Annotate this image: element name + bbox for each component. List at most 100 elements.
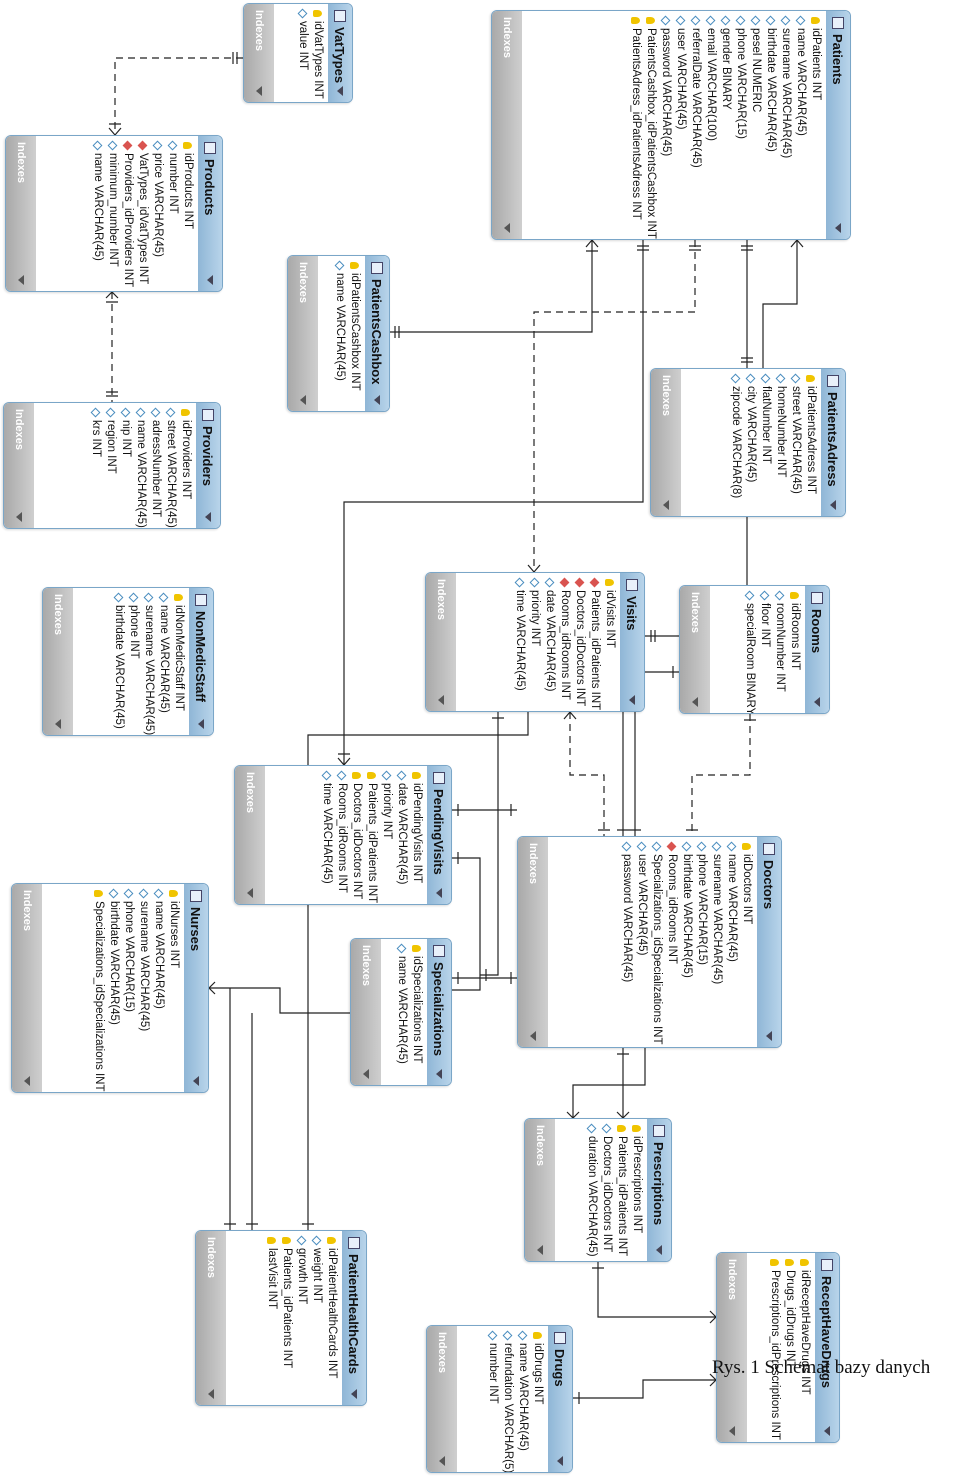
column-row[interactable]: phone VARCHAR(15) (694, 841, 709, 1041)
column-row[interactable]: name VARCHAR(45) (394, 943, 409, 1079)
table-header[interactable]: Doctors (757, 837, 781, 1047)
collapse-triangle-icon[interactable] (814, 697, 820, 707)
column-row[interactable]: lastVisit INT (264, 1237, 279, 1399)
column-row[interactable]: birthdate VARCHAR(45) (111, 592, 126, 729)
table-header[interactable]: NonMedicStaff (189, 588, 213, 735)
collapse-triangle-icon[interactable] (193, 1076, 199, 1086)
column-row[interactable]: idPatientsAdress INT (803, 375, 818, 510)
column-row[interactable]: Drugs_idDrugs INT (782, 1259, 797, 1436)
collapse-triangle-icon[interactable] (205, 512, 211, 522)
indexes-bar[interactable]: Indexes (12, 884, 42, 1092)
collapse-triangle-icon[interactable] (656, 1245, 662, 1255)
indexes-bar[interactable]: Indexes (651, 369, 681, 516)
indexes-triangle-icon[interactable] (256, 86, 262, 96)
indexes-triangle-icon[interactable] (537, 1245, 543, 1255)
column-row[interactable]: referralDate VARCHAR(45) (688, 15, 703, 233)
column-row[interactable]: Providers_idProviders INT (120, 140, 135, 287)
column-row[interactable]: Rooms_idRooms INT (334, 770, 349, 898)
column-row[interactable]: birthdate VARCHAR(45) (679, 841, 694, 1041)
indexes-bar[interactable]: Indexes (492, 11, 522, 239)
column-row[interactable]: phone INT (126, 592, 141, 729)
table-header[interactable]: VatTypes (328, 4, 352, 102)
table-header[interactable]: Prescriptions (647, 1119, 671, 1261)
column-row[interactable]: name VARCHAR(45) (151, 888, 166, 1086)
indexes-triangle-icon[interactable] (729, 1426, 735, 1436)
column-row[interactable]: Doctors_idDoctors INT (349, 772, 364, 899)
column-row[interactable]: time VARCHAR(45) (512, 577, 527, 705)
column-row[interactable]: idPatients INT (808, 17, 823, 233)
column-row[interactable]: password VARCHAR(45) (658, 15, 673, 233)
indexes-triangle-icon[interactable] (24, 1076, 30, 1086)
collapse-triangle-icon[interactable] (436, 1069, 442, 1079)
column-row[interactable]: name VARCHAR(45) (793, 15, 808, 233)
column-row[interactable]: floor INT (757, 590, 772, 707)
column-row[interactable]: street VARCHAR(45) (163, 407, 178, 528)
table-header[interactable]: ReceptHaveDrugs (815, 1253, 839, 1442)
column-row[interactable]: nip INT (118, 407, 133, 522)
column-row[interactable]: price VARCHAR(45) (150, 140, 165, 285)
collapse-triangle-icon[interactable] (337, 86, 343, 96)
column-row[interactable]: idPatientsCashbox INT (347, 262, 362, 405)
table-header[interactable]: PatientHealthCards (342, 1231, 366, 1405)
table-header[interactable]: PendingVisits (427, 766, 451, 904)
indexes-bar[interactable]: Indexes (244, 4, 274, 102)
table-header[interactable]: Providers (196, 403, 220, 528)
column-row[interactable]: roomNumber INT (772, 590, 787, 707)
column-row[interactable]: PatientsCashbox_idPatientsCashbox INT (643, 17, 658, 239)
column-row[interactable]: Rooms_idRooms INT (664, 841, 679, 1041)
column-row[interactable]: Specializations_idSpecializations INT (649, 841, 664, 1045)
column-row[interactable]: VatTypes_idVatTypes INT (135, 140, 150, 285)
column-row[interactable]: value INT (295, 8, 310, 96)
column-row[interactable]: number INT (485, 1330, 500, 1466)
collapse-triangle-icon[interactable] (351, 1389, 357, 1399)
column-row[interactable]: idReceptHaveDrugs INT (797, 1259, 812, 1436)
collapse-triangle-icon[interactable] (207, 275, 213, 285)
column-row[interactable]: Specializations_idSpecializations INT (91, 890, 106, 1092)
column-row[interactable]: adressNumber INT (148, 407, 163, 522)
column-row[interactable]: weight INT (309, 1235, 324, 1399)
column-row[interactable]: region INT (103, 407, 118, 522)
indexes-bar[interactable]: Indexes (235, 766, 265, 904)
collapse-triangle-icon[interactable] (835, 223, 841, 233)
collapse-triangle-icon[interactable] (766, 1031, 772, 1041)
table-header[interactable]: Rooms (805, 586, 829, 713)
column-row[interactable]: number INT (165, 140, 180, 285)
column-row[interactable]: name VARCHAR(45) (332, 260, 347, 405)
column-row[interactable]: idRooms INT (787, 592, 802, 707)
collapse-triangle-icon[interactable] (198, 719, 204, 729)
indexes-triangle-icon[interactable] (55, 719, 61, 729)
collapse-triangle-icon[interactable] (374, 395, 380, 405)
column-row[interactable]: surename VARCHAR(45) (136, 888, 151, 1086)
column-row[interactable]: time VARCHAR(45) (319, 770, 334, 898)
column-row[interactable]: name VARCHAR(45) (90, 140, 105, 285)
collapse-triangle-icon[interactable] (436, 888, 442, 898)
column-row[interactable]: idVisits INT (602, 579, 617, 705)
table-header[interactable]: PatientsCashbox (365, 256, 389, 411)
column-row[interactable]: surename VARCHAR(45) (778, 15, 793, 233)
indexes-bar[interactable]: Indexes (43, 588, 73, 735)
column-row[interactable]: idSpecializations INT (409, 945, 424, 1079)
collapse-triangle-icon[interactable] (557, 1456, 563, 1466)
table-header[interactable]: PatientsAdress (821, 369, 845, 516)
indexes-triangle-icon[interactable] (300, 395, 306, 405)
column-row[interactable]: phone VARCHAR(15) (121, 888, 136, 1086)
column-row[interactable]: name VARCHAR(45) (724, 841, 739, 1041)
table-header[interactable]: Patients (826, 11, 850, 239)
table-header[interactable]: Visits (620, 573, 644, 711)
indexes-bar[interactable]: Indexes (6, 136, 36, 291)
indexes-triangle-icon[interactable] (504, 223, 510, 233)
column-row[interactable]: Patients_idPatients INT (364, 772, 379, 903)
column-row[interactable]: date VARCHAR(45) (542, 577, 557, 705)
